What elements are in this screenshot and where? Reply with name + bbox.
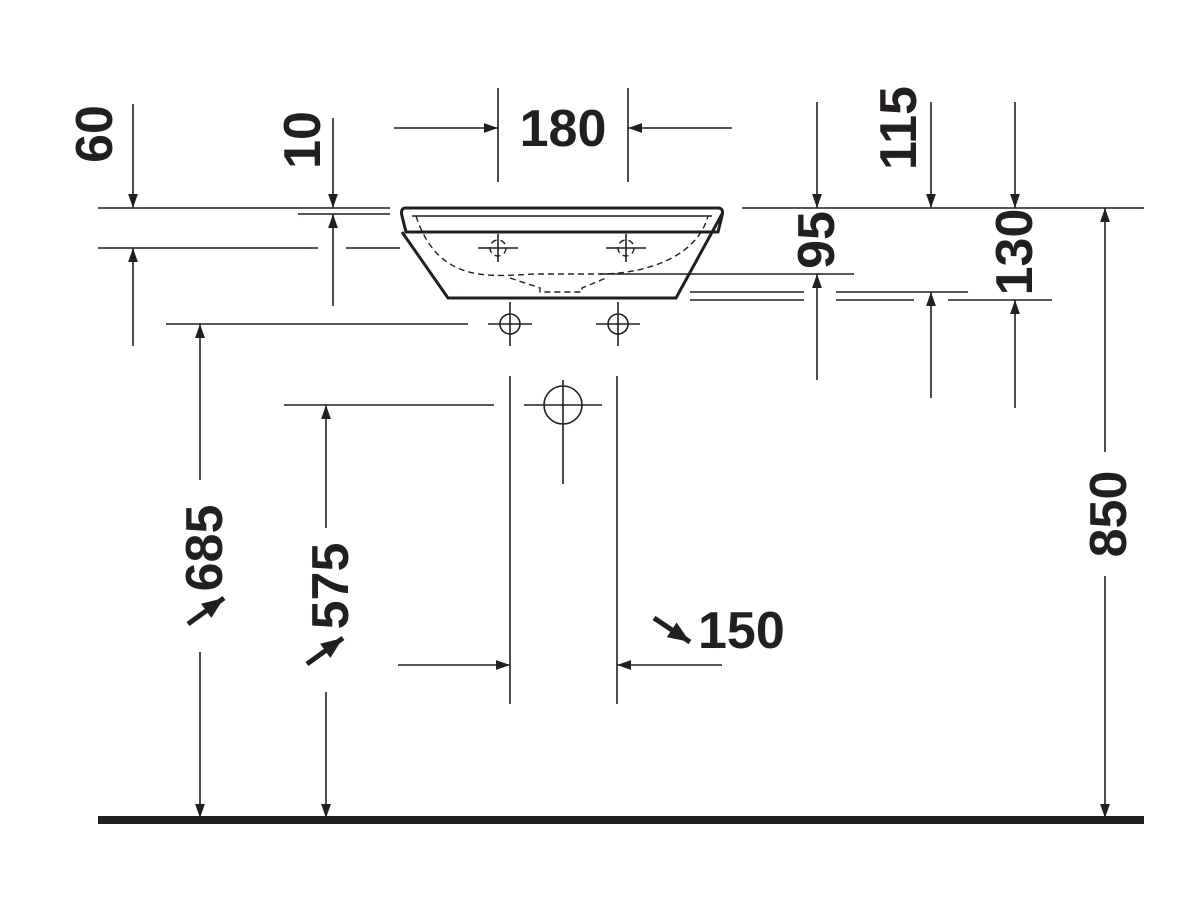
dimension-95: 95 — [788, 102, 846, 380]
water-supply-left — [488, 302, 532, 346]
basin-bowl-dashed — [415, 215, 709, 277]
dim-850-label: 850 — [1080, 471, 1138, 558]
washbasin — [400, 206, 724, 300]
dimension-150: 150 — [398, 602, 785, 670]
basin-overflow-dashed — [509, 277, 607, 293]
dimension-115: 115 — [870, 86, 936, 398]
dimension-60: 60 — [66, 104, 138, 346]
dim-115-label: 115 — [870, 86, 928, 170]
basin-tap-hole-left — [478, 234, 518, 262]
dim-685-pointer-arrow — [186, 595, 226, 627]
dim-60-label: 60 — [66, 105, 124, 163]
dimension-850: 850 — [1080, 208, 1138, 818]
dim-150-pointer-arrow — [652, 615, 692, 645]
dimension-130: 130 — [986, 102, 1044, 408]
basin-rim — [400, 206, 724, 234]
dim-180-label: 180 — [520, 100, 607, 158]
basin-body — [400, 213, 724, 300]
dimension-10: 10 — [274, 111, 390, 306]
dim-575-label: 575 — [302, 543, 360, 630]
waste-outlet — [524, 380, 602, 484]
basin-tap-hole-right — [606, 234, 646, 262]
dim-575-pointer-arrow — [305, 635, 345, 667]
dimension-685: 685 — [176, 324, 234, 818]
dim-95-label: 95 — [788, 211, 846, 269]
dimension-180: 180 — [394, 88, 732, 182]
water-supply-right — [596, 302, 640, 346]
dim-150-label: 150 — [698, 602, 785, 660]
dim-10-label: 10 — [274, 111, 332, 169]
dimension-575: 575 — [302, 405, 360, 818]
dim-685-label: 685 — [176, 505, 234, 592]
dim-130-label: 130 — [986, 209, 1044, 296]
